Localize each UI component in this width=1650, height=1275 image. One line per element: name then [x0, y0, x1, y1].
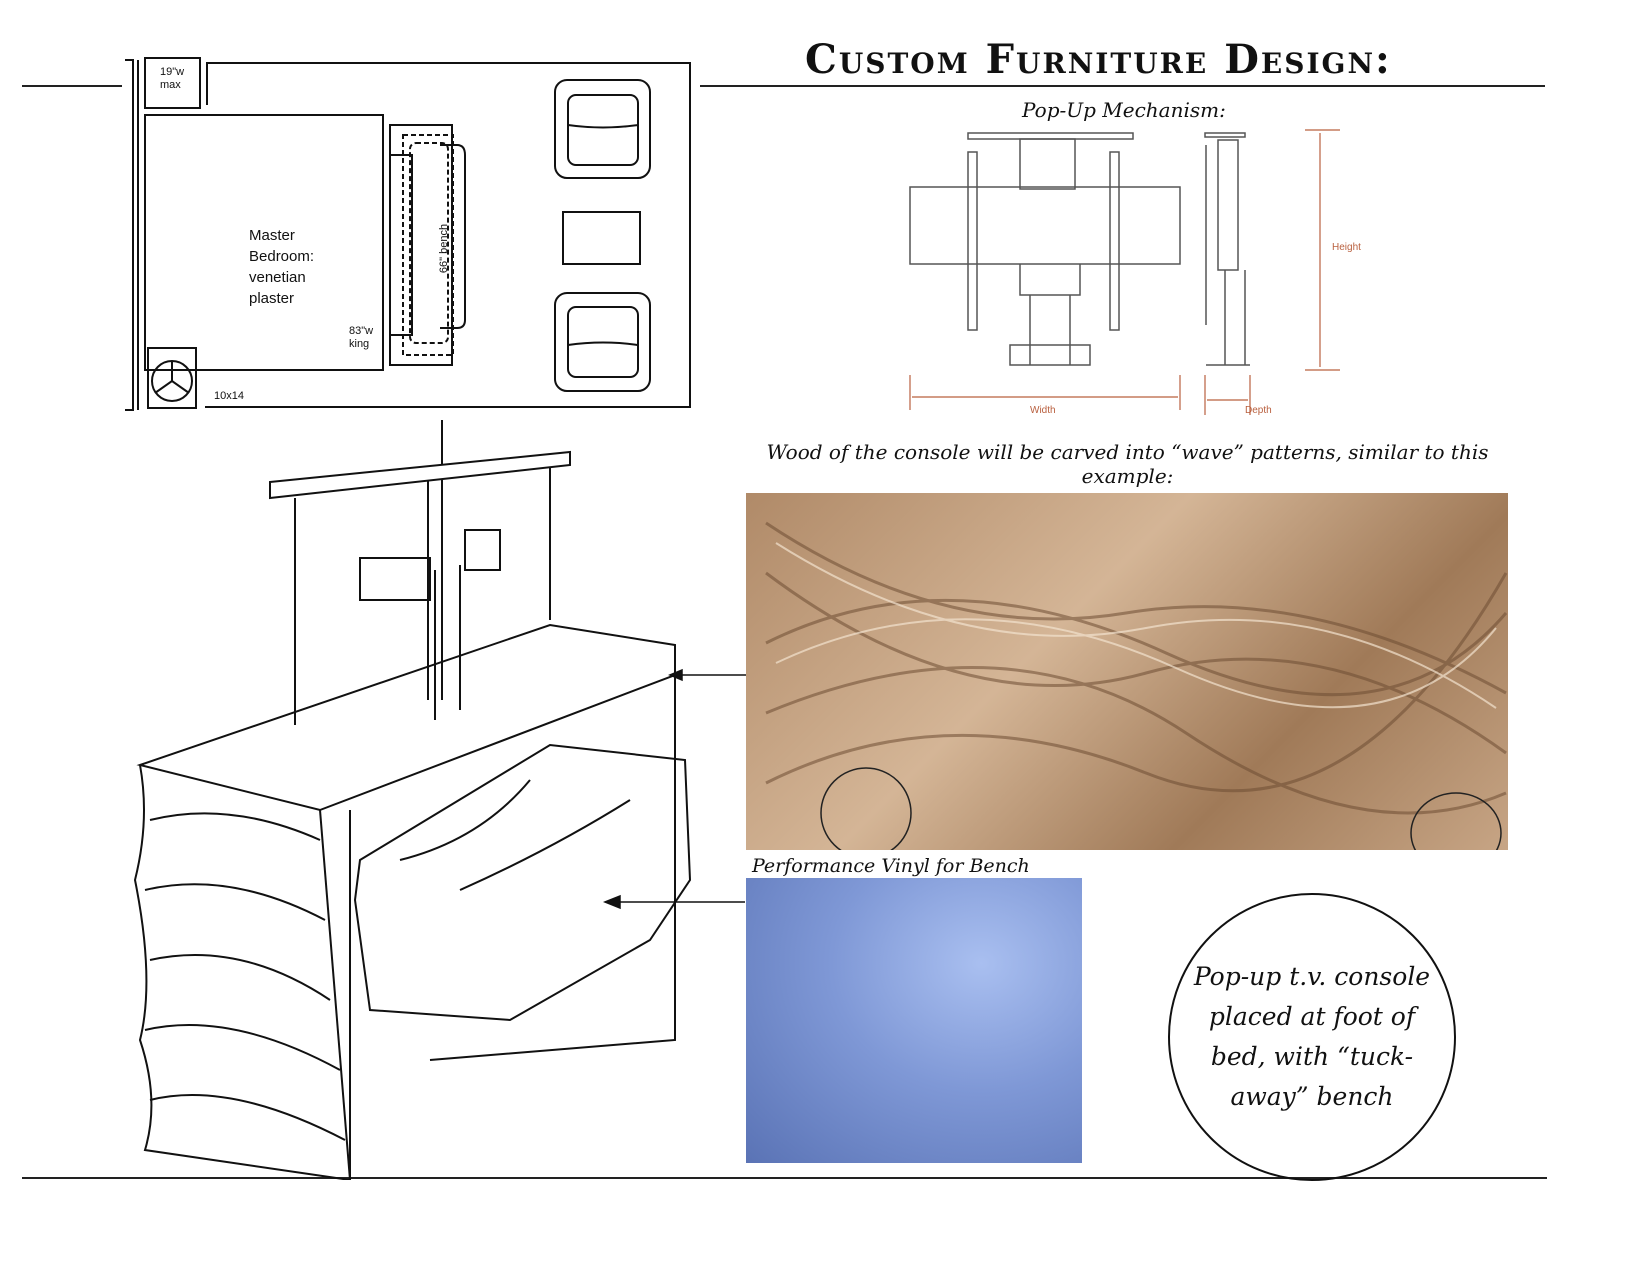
console-sketch — [133, 420, 750, 1180]
wave-panel-photo — [746, 493, 1508, 850]
header-rule-right — [700, 85, 1545, 87]
footer-rule — [22, 1177, 1547, 1179]
mechanism-diagram — [909, 129, 1340, 415]
mechanism-title: Pop-Up Mechanism: — [1022, 98, 1226, 122]
room-size-label: 10x14 — [214, 390, 244, 402]
width-label: Width — [1030, 405, 1056, 416]
note-text: Pop-up t.v. console placed at foot of be… — [1193, 962, 1431, 1111]
depth-label: Depth — [1245, 405, 1272, 416]
floor-plan — [125, 57, 691, 411]
note-bubble: Pop-up t.v. console placed at foot of be… — [1168, 893, 1456, 1181]
height-label: Height — [1332, 242, 1361, 253]
page-title: Custom Furniture Design: — [805, 36, 1392, 83]
vinyl-swatch-photo — [746, 878, 1082, 1163]
vinyl-caption: Performance Vinyl for Bench — [752, 855, 1030, 877]
bed-size-label: 83"w king — [349, 325, 374, 350]
closet-label: 19"w max — [160, 66, 185, 91]
wave-caption: Wood of the console will be carved into … — [766, 440, 1489, 488]
header-rule-left — [22, 85, 122, 87]
bench-size-label: 66" bench — [438, 223, 451, 274]
room-label: Master Bedroom: venetian plaster — [249, 227, 315, 307]
